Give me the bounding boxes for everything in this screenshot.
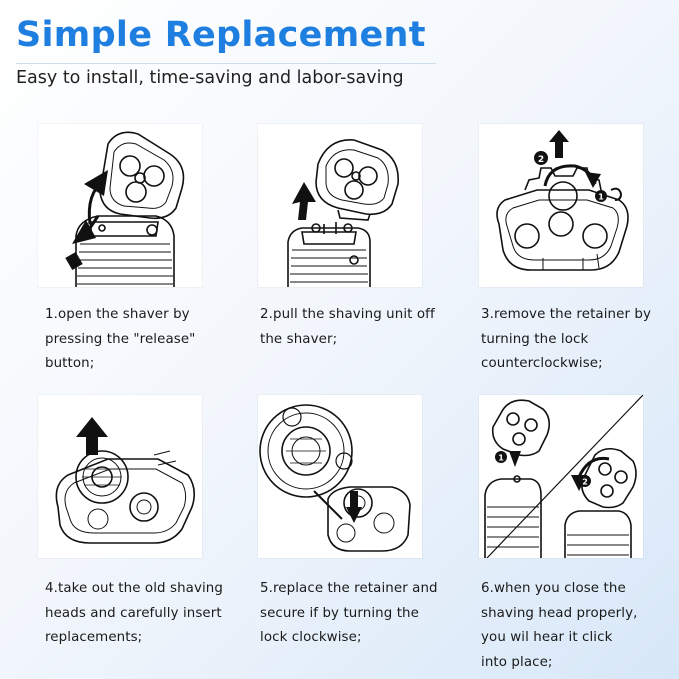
step-3-line-3: counterclockwise; <box>481 356 603 371</box>
step-5-line-1: 5.replace the retainer and <box>260 581 438 596</box>
step-1-line-2: pressing the "release" <box>45 331 196 347</box>
step-4-line-3: replacements; <box>45 630 143 645</box>
step-6-badge-1: 1 <box>498 454 504 463</box>
step-1-illustration <box>38 124 202 287</box>
step-4-illustration <box>38 395 202 558</box>
step-1-caption: 1.open the shaver by pressing the "relea… <box>45 303 245 377</box>
step-3-badge-2: 2 <box>538 155 544 165</box>
step-3-line-1: 3.remove the retainer by <box>481 307 652 322</box>
step-5-line-3: lock clockwise; <box>260 630 362 645</box>
step-3-illustration: 2 1 <box>479 124 643 287</box>
step-4-caption: 4.take out the old shaving heads and car… <box>45 577 245 651</box>
step-3-line-2: turning the lock <box>481 331 589 347</box>
step-6-caption: 6.when you close the shaving head proper… <box>481 577 679 675</box>
page-subtitle: Easy to install, time-saving and labor-s… <box>16 68 404 88</box>
step-2-illustration <box>258 124 422 287</box>
step-6-line-1: 6.when you close the <box>481 581 626 596</box>
step-2-line-1: 2.pull the shaving unit off <box>260 307 435 322</box>
step-6-line-4: into place; <box>481 654 553 670</box>
step-6-line-3: you wil hear it click <box>481 630 613 645</box>
step-2-caption: 2.pull the shaving unit off the shaver; <box>260 303 460 352</box>
step-6-badge-2: 2 <box>582 478 588 487</box>
step-5-line-2: secure if by turning the <box>260 605 419 621</box>
step-4-line-1: 4.take out the old shaving <box>45 581 223 596</box>
step-6-line-2: shaving head properly, <box>481 605 638 621</box>
step-3-caption: 3.remove the retainer by turning the loc… <box>481 303 679 377</box>
step-5-caption: 5.replace the retainer and secure if by … <box>260 577 460 651</box>
title-divider <box>16 63 436 64</box>
step-6-illustration: 1 2 <box>479 395 643 558</box>
step-1-line-1: 1.open the shaver by <box>45 307 190 322</box>
step-4-line-2: heads and carefully insert <box>45 605 222 621</box>
step-1-line-3: button; <box>45 356 95 371</box>
step-3-badge-1: 1 <box>598 193 604 202</box>
step-5-illustration <box>258 395 422 558</box>
page-title: Simple Replacement <box>16 15 426 55</box>
step-2-line-2: the shaver; <box>260 331 338 347</box>
lock-icon <box>610 187 623 201</box>
